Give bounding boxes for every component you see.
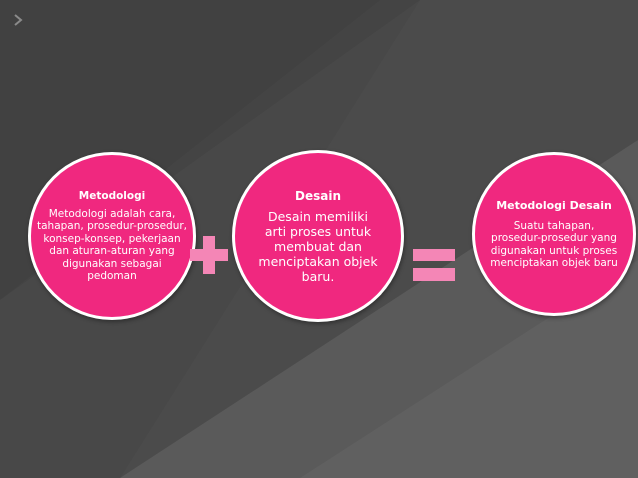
chevron-right-icon (14, 14, 23, 26)
equals-icon (413, 249, 455, 281)
circle-title: Desain (295, 188, 341, 203)
circle-metodologi-desain: Metodologi Desain Suatu tahapan, prosedu… (472, 152, 636, 316)
circle-desain: Desain Desain memiliki arti proses untuk… (232, 150, 404, 322)
circle-body: Metodologi adalah cara, tahapan, prosedu… (37, 207, 188, 283)
circle-body: Suatu tahapan, prosedur-prosedur yang di… (490, 219, 618, 270)
circle-title: Metodologi Desain (496, 198, 612, 212)
plus-icon (190, 236, 228, 274)
circle-metodologi: Metodologi Metodologi adalah cara, tahap… (28, 152, 196, 320)
circle-body: Desain memiliki arti proses untuk membua… (258, 208, 378, 284)
circle-title: Metodologi (78, 189, 146, 202)
